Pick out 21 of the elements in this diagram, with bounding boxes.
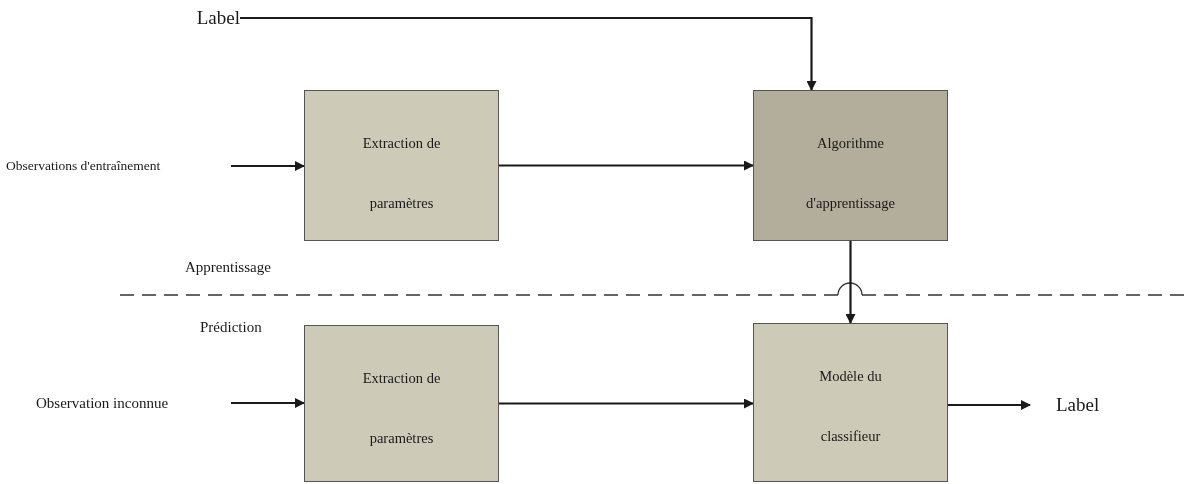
arrow bbox=[499, 398, 754, 409]
process-box bbox=[304, 90, 499, 241]
box-label: Modèle du classifieur bbox=[818, 367, 883, 446]
phase-label: Apprentissage bbox=[185, 258, 271, 277]
box-label: Extraction de paramètres bbox=[361, 134, 442, 213]
arrow bbox=[499, 160, 754, 171]
process-box bbox=[753, 90, 948, 241]
node-label: Label bbox=[170, 4, 240, 32]
node-label: Observations d'entraînement bbox=[6, 155, 231, 177]
arrow bbox=[231, 161, 305, 171]
arrow bbox=[231, 398, 305, 408]
node-label: Label bbox=[1030, 391, 1120, 419]
node-label: Observation inconnue bbox=[36, 392, 231, 414]
phase-label: Prédiction bbox=[200, 318, 262, 337]
process-box bbox=[304, 325, 499, 482]
process-box bbox=[753, 323, 948, 482]
arrow bbox=[948, 400, 1031, 410]
box-label: Extraction de paramètres bbox=[361, 369, 442, 448]
box-label: Algorithme d'apprentissage bbox=[805, 134, 896, 213]
arrow bbox=[845, 241, 856, 324]
arrow bbox=[240, 16, 817, 91]
